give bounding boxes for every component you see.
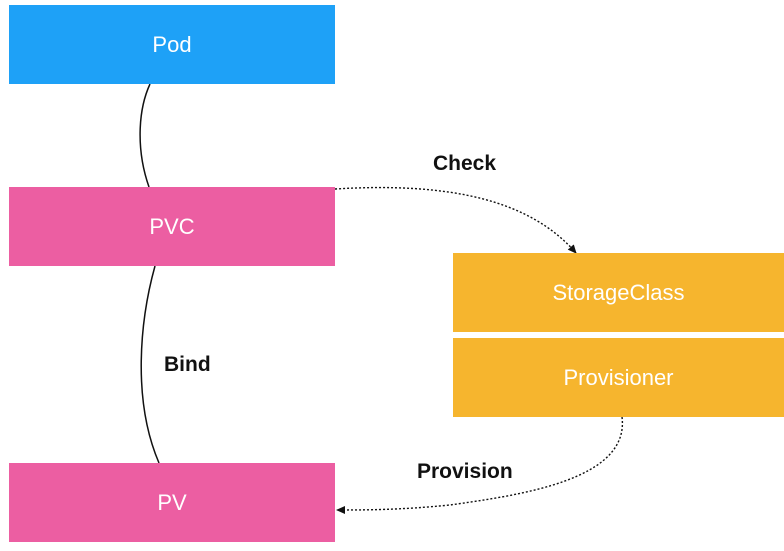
pod-label: Pod (152, 31, 192, 57)
pv-node[interactable]: PV (9, 463, 335, 542)
check-edge-label: Check (433, 152, 497, 175)
provision-arrow (336, 416, 623, 514)
pod-node[interactable]: Pod (9, 5, 335, 84)
pvc-node[interactable]: PVC (9, 187, 335, 266)
pvc-label: PVC (149, 213, 195, 239)
bind-connector (140, 265, 160, 464)
provisioner-node[interactable]: Provisioner (453, 338, 784, 417)
storageclass-node[interactable]: StorageClass (453, 253, 784, 332)
check-arrow (334, 186, 577, 254)
pod-pvc-connector (139, 83, 151, 188)
bind-edge-label: Bind (164, 353, 211, 376)
storageclass-label: StorageClass (552, 279, 685, 305)
provision-edge-label: Provision (417, 460, 513, 483)
provisioner-label: Provisioner (563, 364, 674, 390)
pv-label: PV (157, 489, 187, 515)
